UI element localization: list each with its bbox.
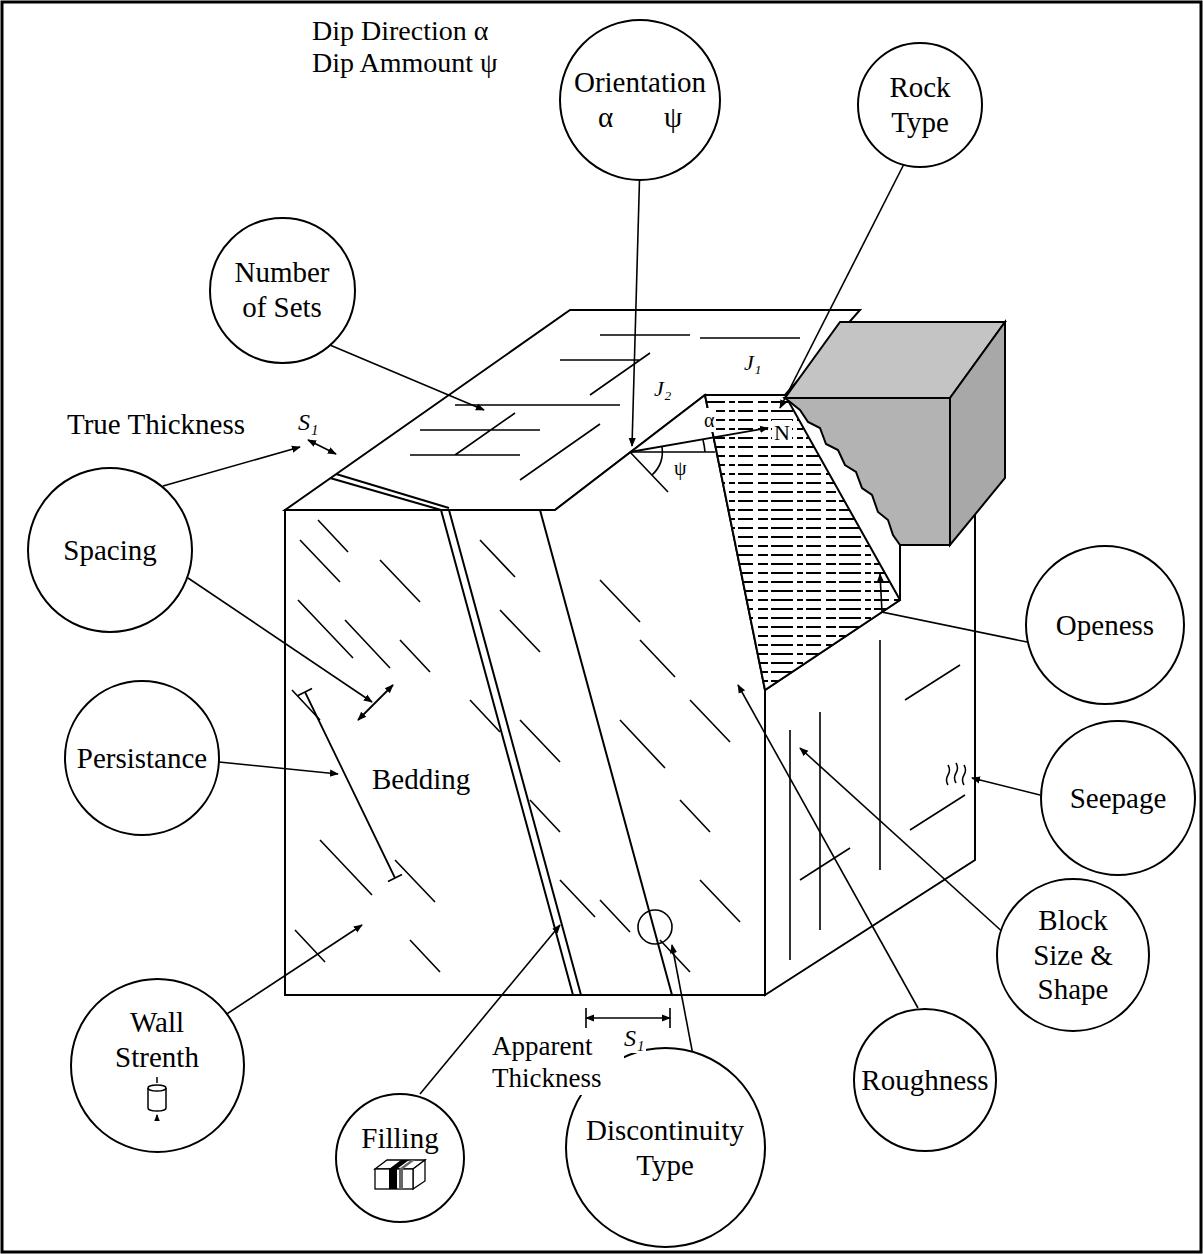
circle-label: Seepage bbox=[1070, 781, 1167, 816]
leader-line bbox=[800, 748, 1006, 935]
discontinuity-marker bbox=[638, 910, 672, 944]
circle-label: Wall Strenth bbox=[102, 1005, 212, 1075]
spacing-dimension bbox=[358, 685, 393, 720]
circle-label: Number of Sets bbox=[225, 255, 340, 325]
overlying-block-side bbox=[950, 322, 1005, 545]
leader-line bbox=[188, 578, 372, 702]
parameter-circle: Seepage bbox=[1040, 720, 1196, 876]
bedding-seam bbox=[330, 474, 672, 995]
leader-line bbox=[632, 162, 640, 446]
leader-line bbox=[972, 778, 1040, 795]
leader-line bbox=[219, 762, 338, 774]
front-face bbox=[285, 395, 765, 995]
circle-label: Openess bbox=[1056, 608, 1154, 643]
annotation-label: α bbox=[702, 408, 716, 432]
core-sample-symbol bbox=[143, 1077, 171, 1121]
orientation-symbol bbox=[630, 440, 715, 492]
circle-label: Filling bbox=[361, 1121, 438, 1156]
parameter-circle: Openess bbox=[1025, 545, 1185, 705]
circle-label: Orientation bbox=[574, 65, 706, 100]
circle-content: Orientationα ψ bbox=[574, 65, 706, 135]
circle-content: Filling bbox=[361, 1121, 438, 1196]
circle-label: α ψ bbox=[598, 100, 682, 135]
leader-lines bbox=[163, 162, 1040, 1094]
true-thickness-dimension bbox=[308, 440, 336, 454]
circle-content: Spacing bbox=[63, 533, 156, 568]
filling-icon bbox=[373, 1157, 427, 1195]
circle-content: Openess bbox=[1056, 608, 1154, 643]
joint-traces-side bbox=[790, 640, 965, 960]
circle-content: Rock Type bbox=[875, 70, 965, 140]
parameter-circle: Spacing bbox=[27, 467, 193, 633]
annotation-label: Dip Direction α bbox=[310, 14, 490, 48]
circle-content: Number of Sets bbox=[225, 255, 340, 325]
north-arrow bbox=[630, 428, 768, 452]
leader-line bbox=[738, 685, 918, 1008]
annotation-label: ψ bbox=[672, 456, 689, 480]
circle-label: Spacing bbox=[63, 533, 156, 568]
annotation-label: J₁ bbox=[742, 350, 763, 376]
parameter-circle: Wall Strenth bbox=[70, 978, 245, 1153]
overlying-block-front bbox=[785, 398, 950, 545]
parameter-circle: Orientationα ψ bbox=[559, 19, 721, 181]
annotation-label: N bbox=[772, 420, 792, 446]
leader-line bbox=[318, 340, 484, 410]
filling-symbol bbox=[373, 1157, 427, 1191]
circle-content: Block Size & Shape bbox=[1026, 903, 1121, 1007]
annotation-label: S₁ bbox=[622, 1024, 646, 1053]
circle-label: Block Size & Shape bbox=[1026, 903, 1121, 1007]
circle-label: Rock Type bbox=[875, 70, 965, 140]
parameter-circle: Roughness bbox=[853, 1008, 997, 1152]
circle-content: Persistance bbox=[77, 741, 207, 776]
circle-content: Discontinuity Type bbox=[578, 1113, 753, 1183]
circle-content: Wall Strenth bbox=[102, 1005, 212, 1125]
parameter-circle: Persistance bbox=[64, 680, 220, 836]
annotation-label: S₁ bbox=[296, 408, 320, 437]
core-sample-icon bbox=[143, 1077, 171, 1125]
annotation-label: Apparent Thickness bbox=[490, 1030, 624, 1095]
circle-content: Roughness bbox=[861, 1063, 988, 1098]
parameter-circle: Number of Sets bbox=[209, 217, 356, 364]
circle-label: Roughness bbox=[861, 1063, 988, 1098]
annotation-label: True Thickness bbox=[65, 407, 247, 442]
annotation-label: Bedding bbox=[370, 762, 472, 797]
annotation-label: Dip Ammount ψ bbox=[310, 46, 500, 80]
parameter-circle: Block Size & Shape bbox=[996, 878, 1150, 1032]
seepage-symbol bbox=[947, 763, 966, 785]
leader-line bbox=[210, 925, 362, 1025]
bedding-traces bbox=[292, 520, 740, 972]
circle-label: Persistance bbox=[77, 741, 207, 776]
parameter-circle: Filling bbox=[335, 1093, 465, 1223]
parameter-circle: Rock Type bbox=[857, 42, 983, 168]
leader-line bbox=[880, 574, 1027, 642]
joint-traces-top bbox=[410, 335, 800, 480]
annotation-label: J₂ bbox=[652, 376, 673, 402]
circle-content: Seepage bbox=[1070, 781, 1167, 816]
leader-line bbox=[163, 447, 300, 486]
leader-line bbox=[780, 162, 905, 408]
circle-label: Discontinuity Type bbox=[578, 1113, 753, 1183]
apparent-thickness-dimension bbox=[586, 1017, 670, 1019]
